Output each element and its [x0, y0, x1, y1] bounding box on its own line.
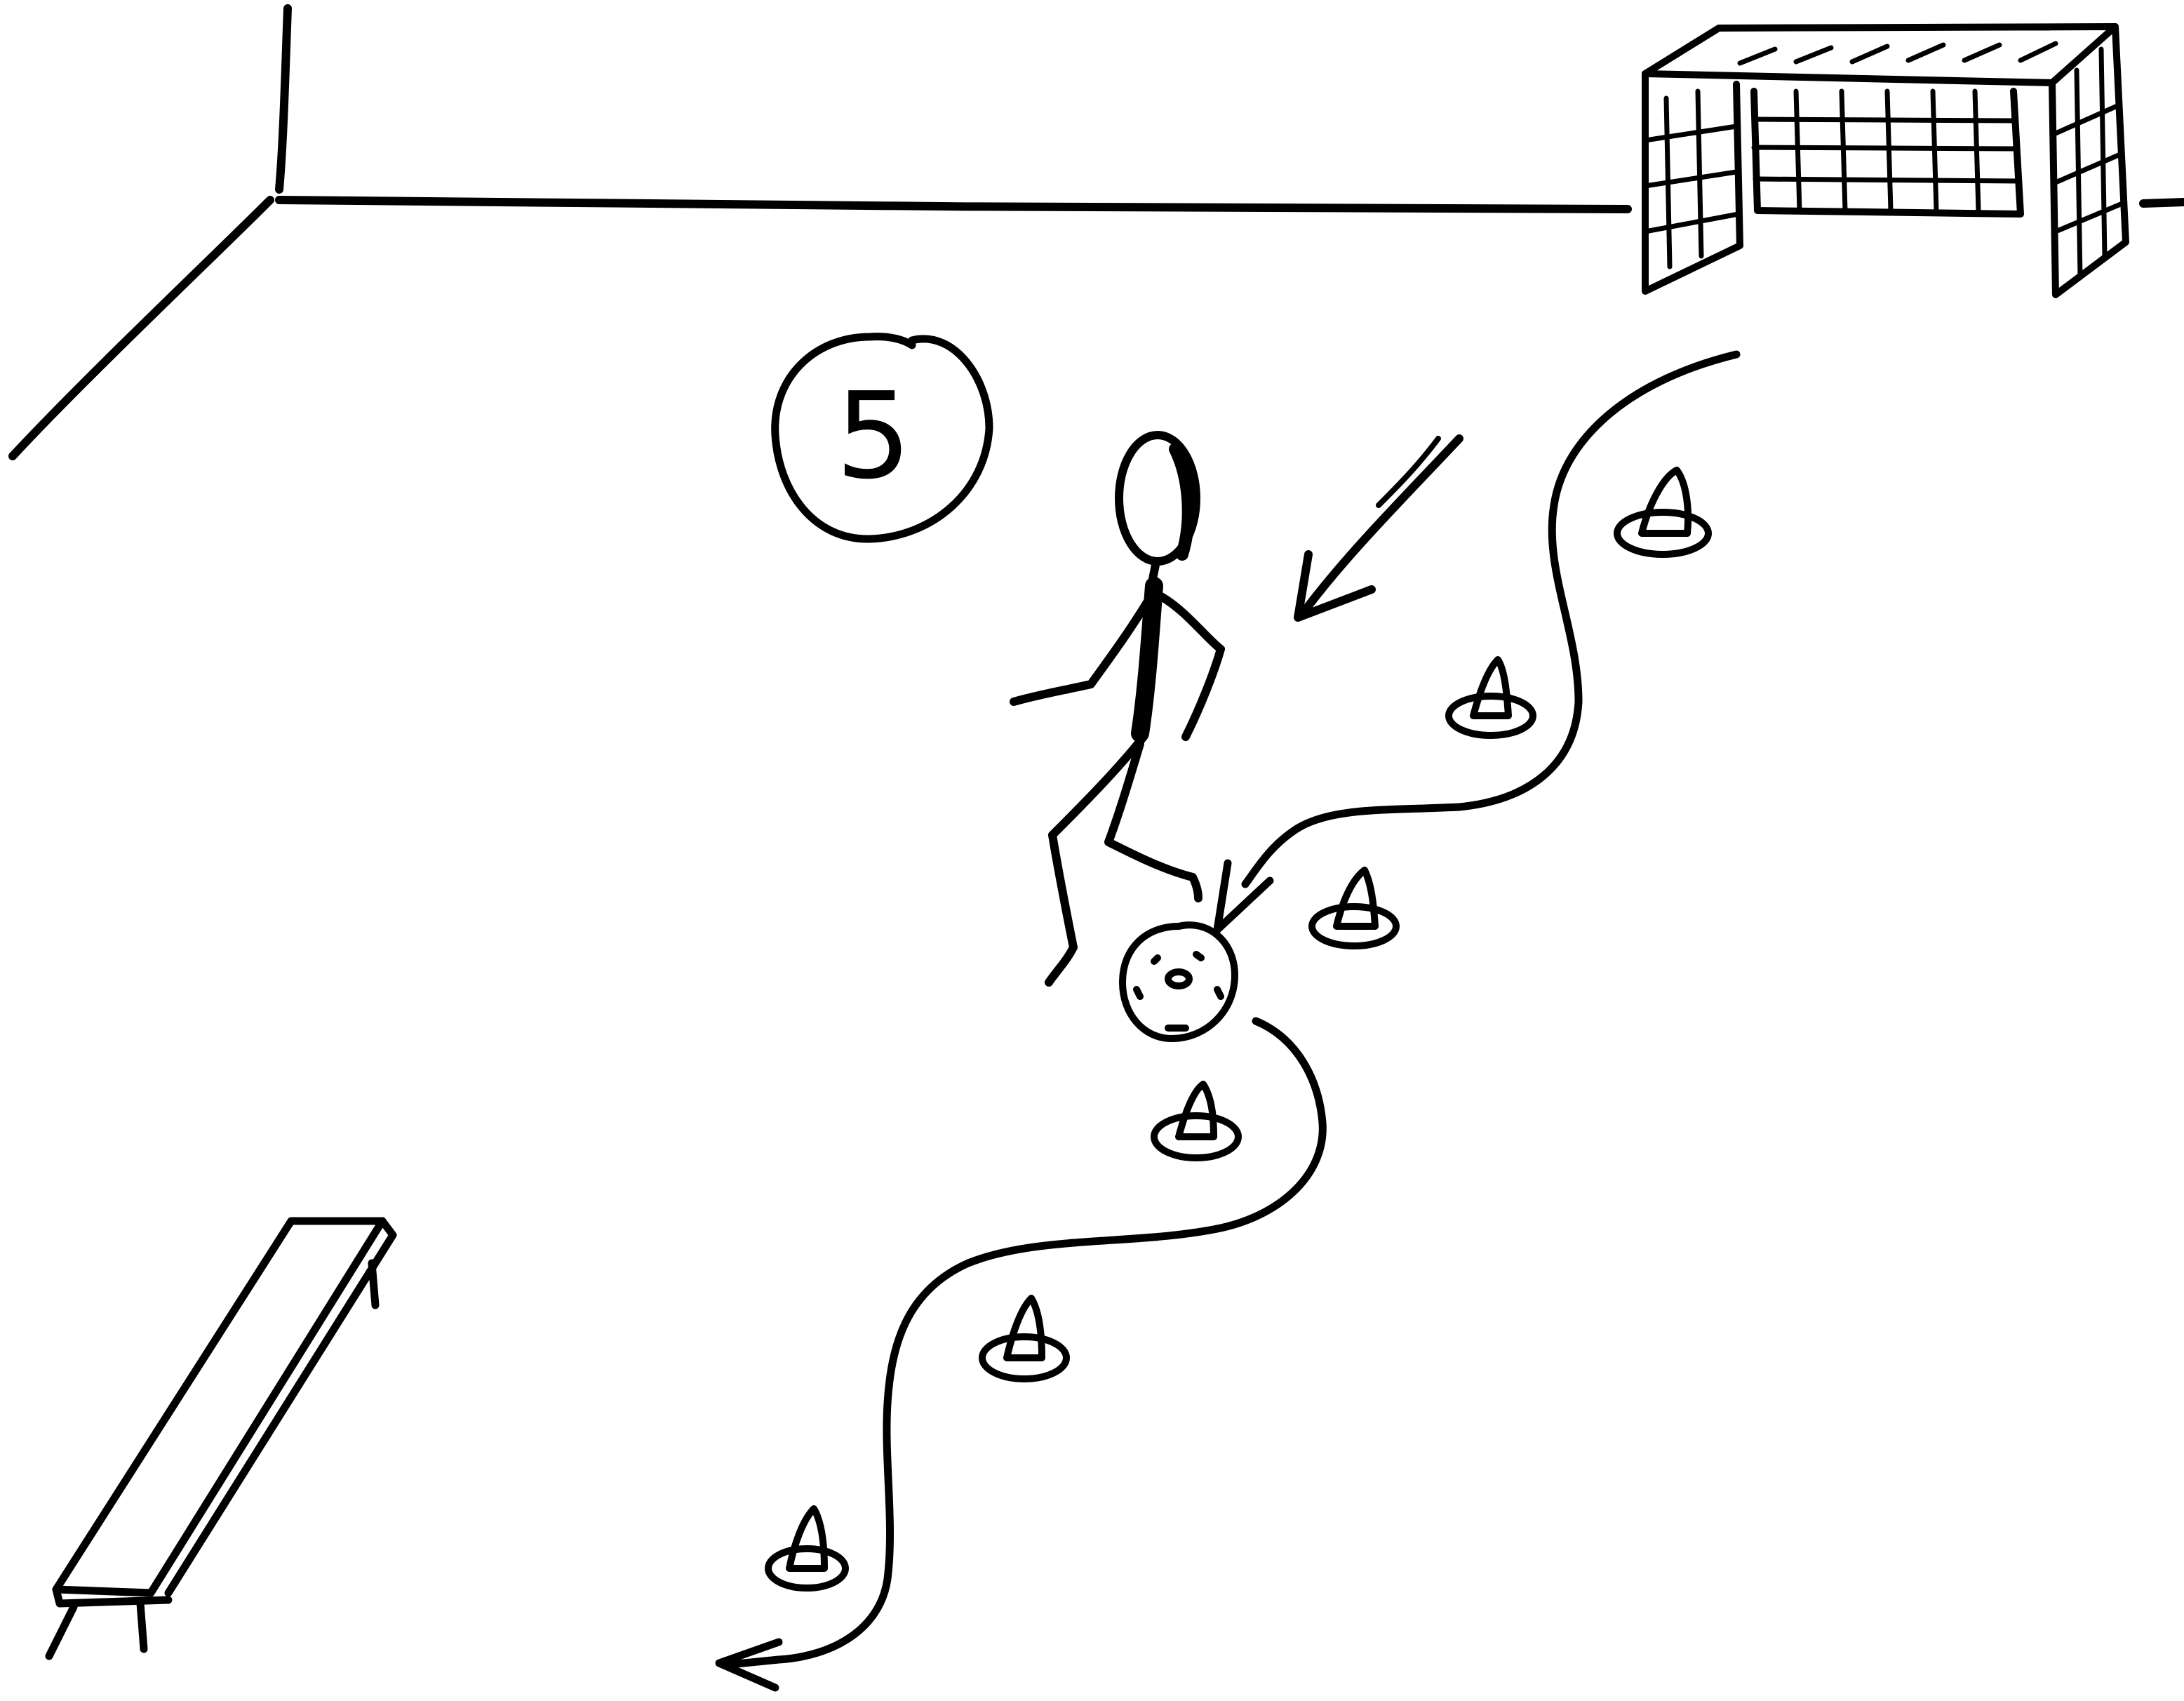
dribble-path-arrow — [715, 350, 1741, 1692]
cone-icon — [979, 1295, 1070, 1382]
cone-icon — [1614, 467, 1712, 558]
bench-icon — [45, 1217, 397, 1660]
soccer-ball-icon — [1119, 921, 1238, 1042]
cone-icon — [1151, 1081, 1242, 1161]
wall-corner-line — [8, 4, 2184, 460]
cones-group — [765, 467, 1712, 1592]
cone-icon — [1445, 656, 1536, 739]
station-number-badge: 5 — [771, 333, 993, 543]
stick-figure-player — [1010, 431, 1225, 987]
goal-icon — [1642, 23, 2129, 298]
cone-icon — [1308, 867, 1400, 949]
station-number: 5 — [836, 367, 911, 506]
cone-icon — [765, 1505, 849, 1592]
direction-arrow — [1294, 434, 1463, 622]
